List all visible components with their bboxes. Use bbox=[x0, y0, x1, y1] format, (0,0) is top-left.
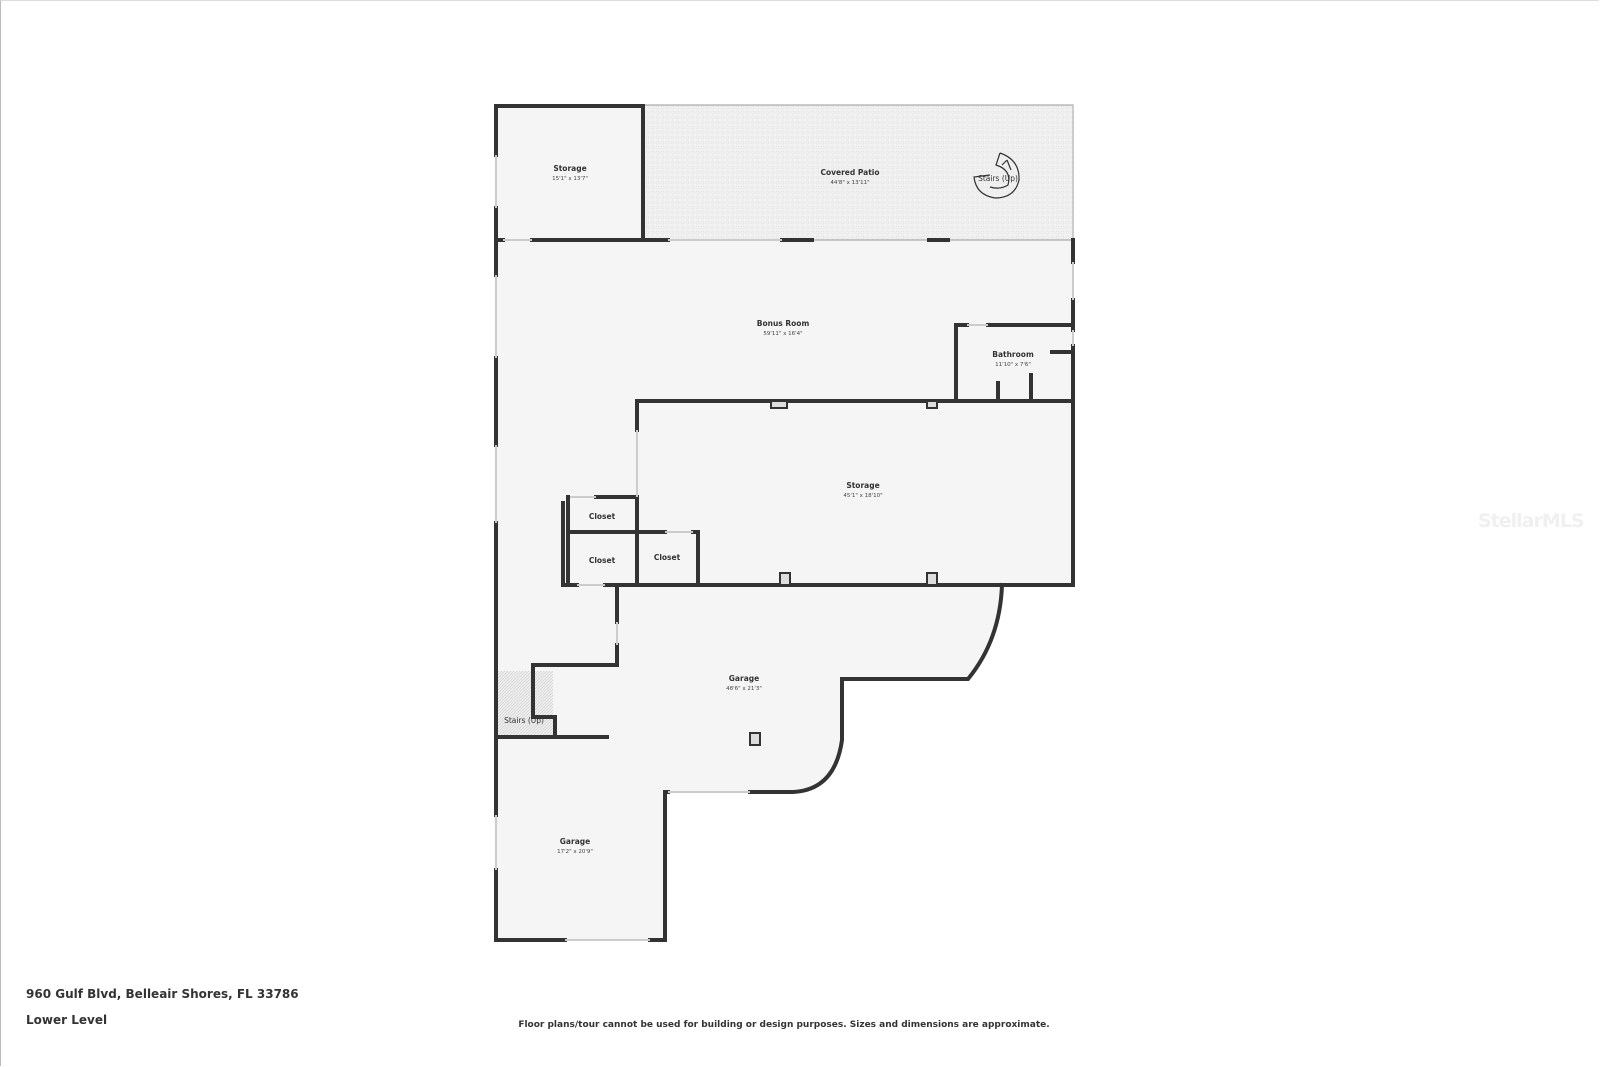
room-dimensions: 48'6" x 21'3" bbox=[726, 686, 762, 692]
room-label: Garage bbox=[560, 837, 590, 846]
room-label: Closet bbox=[589, 512, 616, 521]
room-label: Storage bbox=[553, 164, 586, 173]
room-label: Bonus Room bbox=[757, 319, 810, 328]
walls bbox=[494, 104, 1075, 942]
room-label: Covered Patio bbox=[820, 168, 879, 177]
doors-windows bbox=[495, 155, 1074, 941]
room-dimensions: 11'10" x 7'6" bbox=[995, 362, 1031, 368]
room-label: Garage bbox=[729, 674, 759, 683]
room-dimensions: 45'1" x 18'10" bbox=[843, 493, 882, 499]
floor-level-label: Lower Level bbox=[26, 1013, 108, 1027]
stairs-label: Stairs (Up) bbox=[978, 174, 1018, 183]
disclaimer-text: Floor plans/tour cannot be used for buil… bbox=[518, 1020, 1050, 1030]
room-label: Bathroom bbox=[992, 350, 1034, 359]
room-dimensions: 59'11" x 16'4" bbox=[763, 331, 802, 337]
room-label: Closet bbox=[654, 553, 681, 562]
stairs-label: Stairs (Up) bbox=[504, 716, 544, 725]
room-label: Closet bbox=[589, 556, 616, 565]
room-dimensions: 44'8" x 13'11" bbox=[830, 180, 869, 186]
room-dimensions: 17'2" x 20'9" bbox=[557, 849, 593, 855]
floor-fill bbox=[496, 106, 1073, 940]
room-dimensions: 15'1" x 13'7" bbox=[552, 176, 588, 182]
watermark-logo: StellarMLS bbox=[1478, 510, 1585, 532]
property-address: 960 Gulf Blvd, Belleair Shores, FL 33786 bbox=[26, 987, 299, 1001]
room-label: Storage bbox=[846, 481, 879, 490]
spiral-stairs-icon bbox=[973, 152, 1020, 199]
